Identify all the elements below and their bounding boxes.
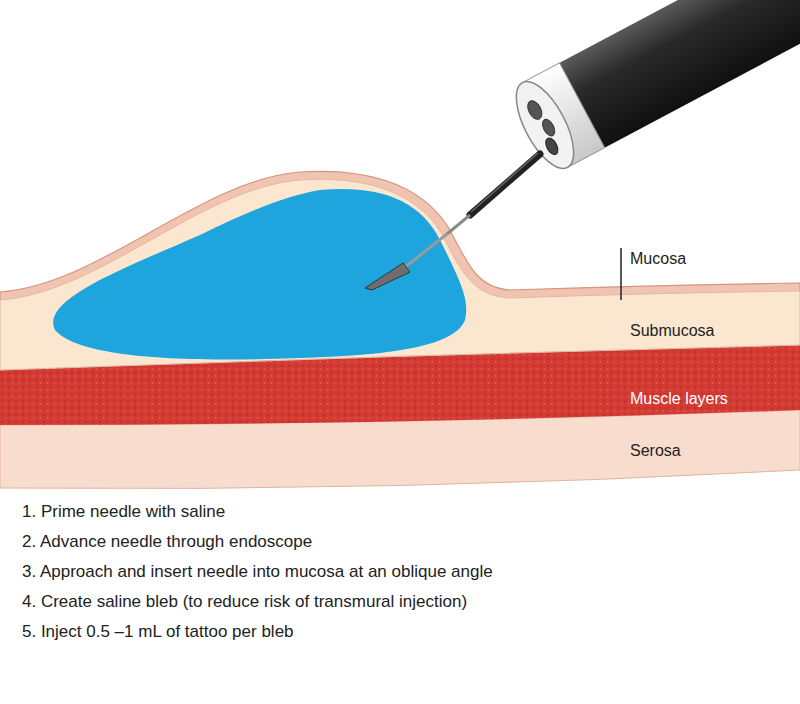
- layer-label: Muscle layers: [630, 390, 728, 408]
- needle-shaft: [400, 234, 447, 271]
- step-text: 4. Create saline bleb (to reduce risk of…: [22, 592, 467, 612]
- mucosa-layer: [0, 171, 800, 370]
- saline-bleb: [53, 189, 466, 359]
- submucosa-layer: [0, 179, 800, 370]
- layer-label: Mucosa: [630, 250, 686, 268]
- step-text: 2. Advance needle through endoscope: [22, 532, 312, 552]
- catheter-sheath-highlight: [471, 153, 538, 212]
- step-text: 5. Inject 0.5 –1 mL of tattoo per bleb: [22, 622, 294, 642]
- needle: [447, 215, 470, 234]
- endoscope: [505, 0, 800, 177]
- step-text: 1. Prime needle with saline: [22, 502, 225, 522]
- step-text: 3. Approach and insert needle into mucos…: [22, 562, 493, 582]
- mucosa-tick: [620, 248, 622, 300]
- layer-label: Serosa: [630, 442, 681, 460]
- catheter-sheath: [470, 154, 540, 215]
- layer-label: Submucosa: [630, 322, 715, 340]
- needle-bevel: [365, 263, 410, 290]
